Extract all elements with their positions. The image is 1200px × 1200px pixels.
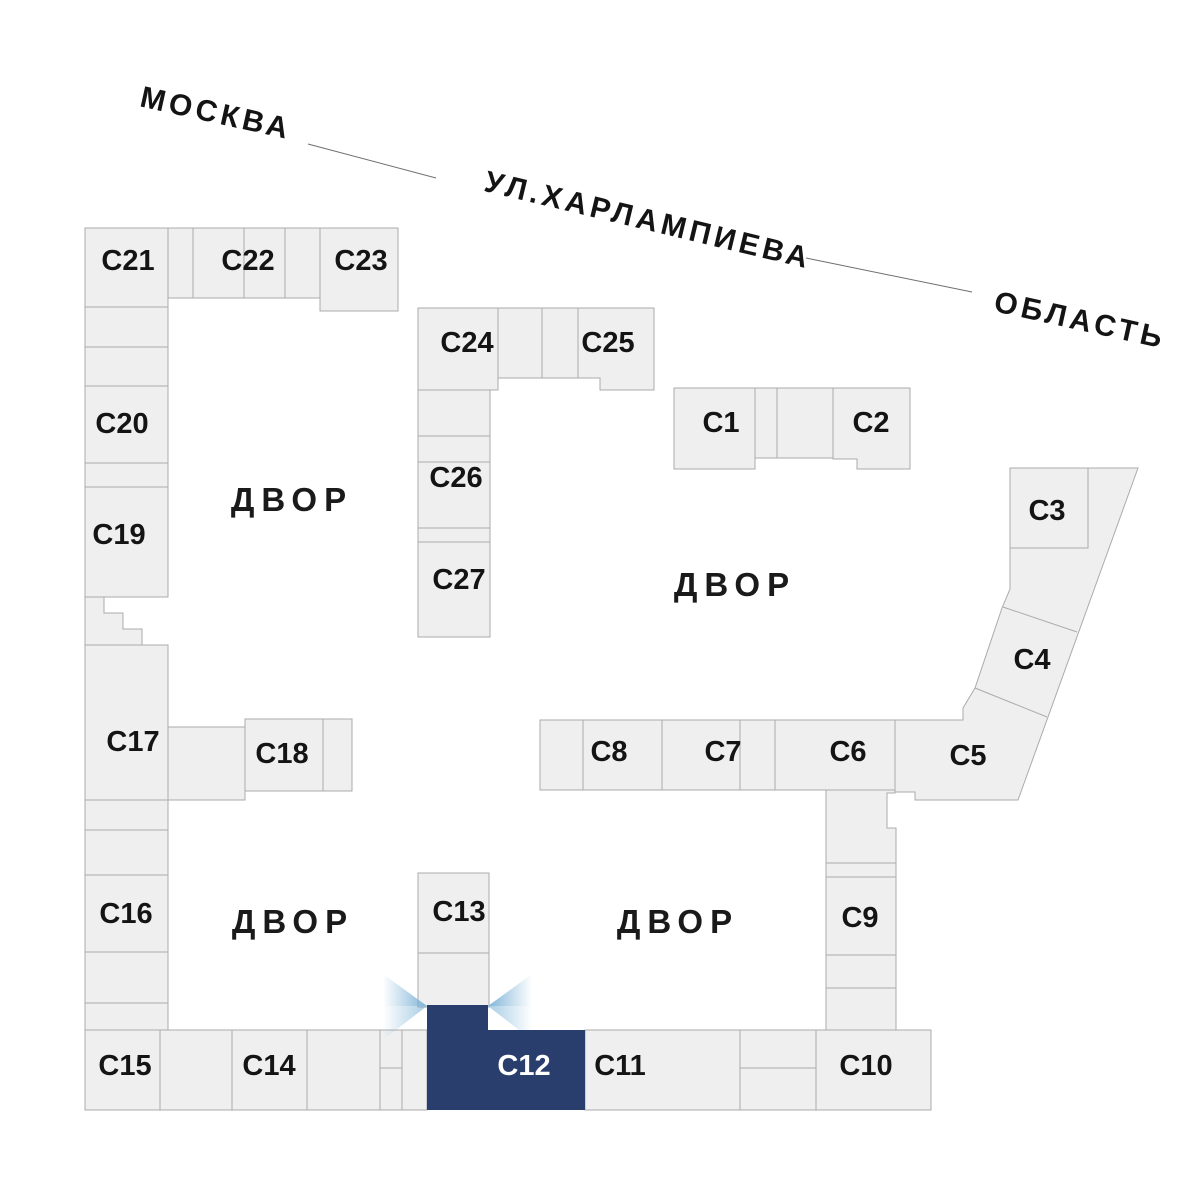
light-beam-left <box>383 1006 427 1040</box>
section-c9[interactable] <box>825 876 897 956</box>
building-cell <box>84 799 169 831</box>
section-c14[interactable] <box>231 1029 308 1111</box>
section-label-с26: С26 <box>429 462 482 494</box>
section-label-с23: С23 <box>334 245 387 277</box>
building-cell <box>776 387 834 459</box>
courtyard-label: ДВОР <box>673 566 797 603</box>
section-c22[interactable] <box>192 227 245 299</box>
band-divider-line <box>974 687 1048 718</box>
building-cell <box>84 462 169 488</box>
section-label-с18: С18 <box>255 738 308 770</box>
section-label-с22: С22 <box>221 245 274 277</box>
section-c11[interactable] <box>584 1029 741 1111</box>
section-label-с3: С3 <box>1028 495 1065 527</box>
building-cell <box>167 726 246 801</box>
building-cell <box>284 227 321 299</box>
section-label-с11: С11 <box>594 1050 646 1082</box>
band-dividers <box>974 606 1078 718</box>
building-cell <box>739 719 776 791</box>
section-label-с8: С8 <box>590 736 627 768</box>
section-c6[interactable] <box>774 719 896 791</box>
section-label-с6: С6 <box>829 736 866 768</box>
section-label-с21: С21 <box>101 245 154 277</box>
section-c17[interactable] <box>84 644 169 801</box>
street-line <box>805 257 973 293</box>
building-cell <box>497 307 543 379</box>
section-label-с4: С4 <box>1013 644 1050 676</box>
building-cell <box>84 829 169 876</box>
section-c2[interactable] <box>832 387 911 470</box>
building-cell <box>379 1067 403 1111</box>
section-c19[interactable] <box>84 486 169 598</box>
section-label-с19: С19 <box>92 519 145 551</box>
section-c20[interactable] <box>84 385 169 464</box>
building-cell <box>825 789 897 864</box>
building-cell <box>825 954 897 989</box>
light-beam-left <box>383 974 427 1006</box>
building-cell <box>84 306 169 348</box>
section-c12-selected[interactable] <box>427 1005 585 1110</box>
street-line <box>307 143 437 179</box>
building-cell <box>417 527 491 543</box>
section-label-с24: С24 <box>440 327 493 359</box>
courtyard-label: ДВОР <box>231 903 355 940</box>
section-label-с5: С5 <box>949 740 986 772</box>
section-c10[interactable] <box>815 1029 932 1111</box>
building-cell <box>243 227 286 299</box>
building-cell <box>539 719 584 791</box>
section-c18[interactable] <box>244 718 324 792</box>
section-label-с12: С12 <box>497 1050 550 1082</box>
section-c25[interactable] <box>577 307 655 391</box>
building-cell <box>84 346 169 387</box>
section-label-с7: С7 <box>704 736 741 768</box>
section-label-с14: С14 <box>242 1050 295 1082</box>
building-cell <box>417 435 491 463</box>
section-c27[interactable] <box>417 541 491 638</box>
section-label-с25: С25 <box>581 327 634 359</box>
section-label-с10: С10 <box>839 1050 892 1082</box>
section-label-с20: С20 <box>95 408 148 440</box>
section-c1[interactable] <box>673 387 756 470</box>
street-lines <box>307 143 973 293</box>
building-cell <box>825 862 897 878</box>
courtyard-label: ДВОР <box>616 903 740 940</box>
section-label-с9: С9 <box>841 902 878 934</box>
building-cell <box>167 227 194 299</box>
band-divider-line <box>1002 606 1078 633</box>
building-cell <box>84 951 169 1004</box>
section-band[interactable] <box>894 467 1139 801</box>
building-cells <box>84 227 1139 1111</box>
section-c13[interactable] <box>417 872 490 954</box>
building-cell <box>541 307 579 379</box>
section-c15[interactable] <box>84 1029 161 1111</box>
building-cell <box>159 1029 233 1111</box>
building-cell <box>739 1067 817 1111</box>
section-label-с2: С2 <box>852 407 889 439</box>
section-label-с27: С27 <box>432 564 485 596</box>
section-label-с16: С16 <box>99 898 152 930</box>
building-cell <box>84 596 143 646</box>
section-label-с1: С1 <box>702 407 739 439</box>
building-cell <box>739 1029 817 1069</box>
section-c24[interactable] <box>417 307 499 391</box>
highlighted-section <box>427 1005 585 1110</box>
building-cell <box>417 389 491 437</box>
light-beam-right <box>488 974 532 1006</box>
building-cell <box>825 987 897 1031</box>
section-c23[interactable] <box>319 227 399 312</box>
section-label-с17: С17 <box>106 726 159 758</box>
building-cell <box>306 1029 381 1111</box>
section-c21[interactable] <box>84 227 169 308</box>
building-cell <box>401 1029 428 1111</box>
section-c3[interactable] <box>1009 467 1089 549</box>
section-label-с13: С13 <box>432 896 485 928</box>
building-cell <box>322 718 353 792</box>
building-cell <box>754 387 778 459</box>
building-cell <box>417 952 490 1008</box>
building-cell <box>84 1002 169 1031</box>
courtyard-label: ДВОР <box>230 481 354 518</box>
section-label-с15: С15 <box>98 1050 151 1082</box>
